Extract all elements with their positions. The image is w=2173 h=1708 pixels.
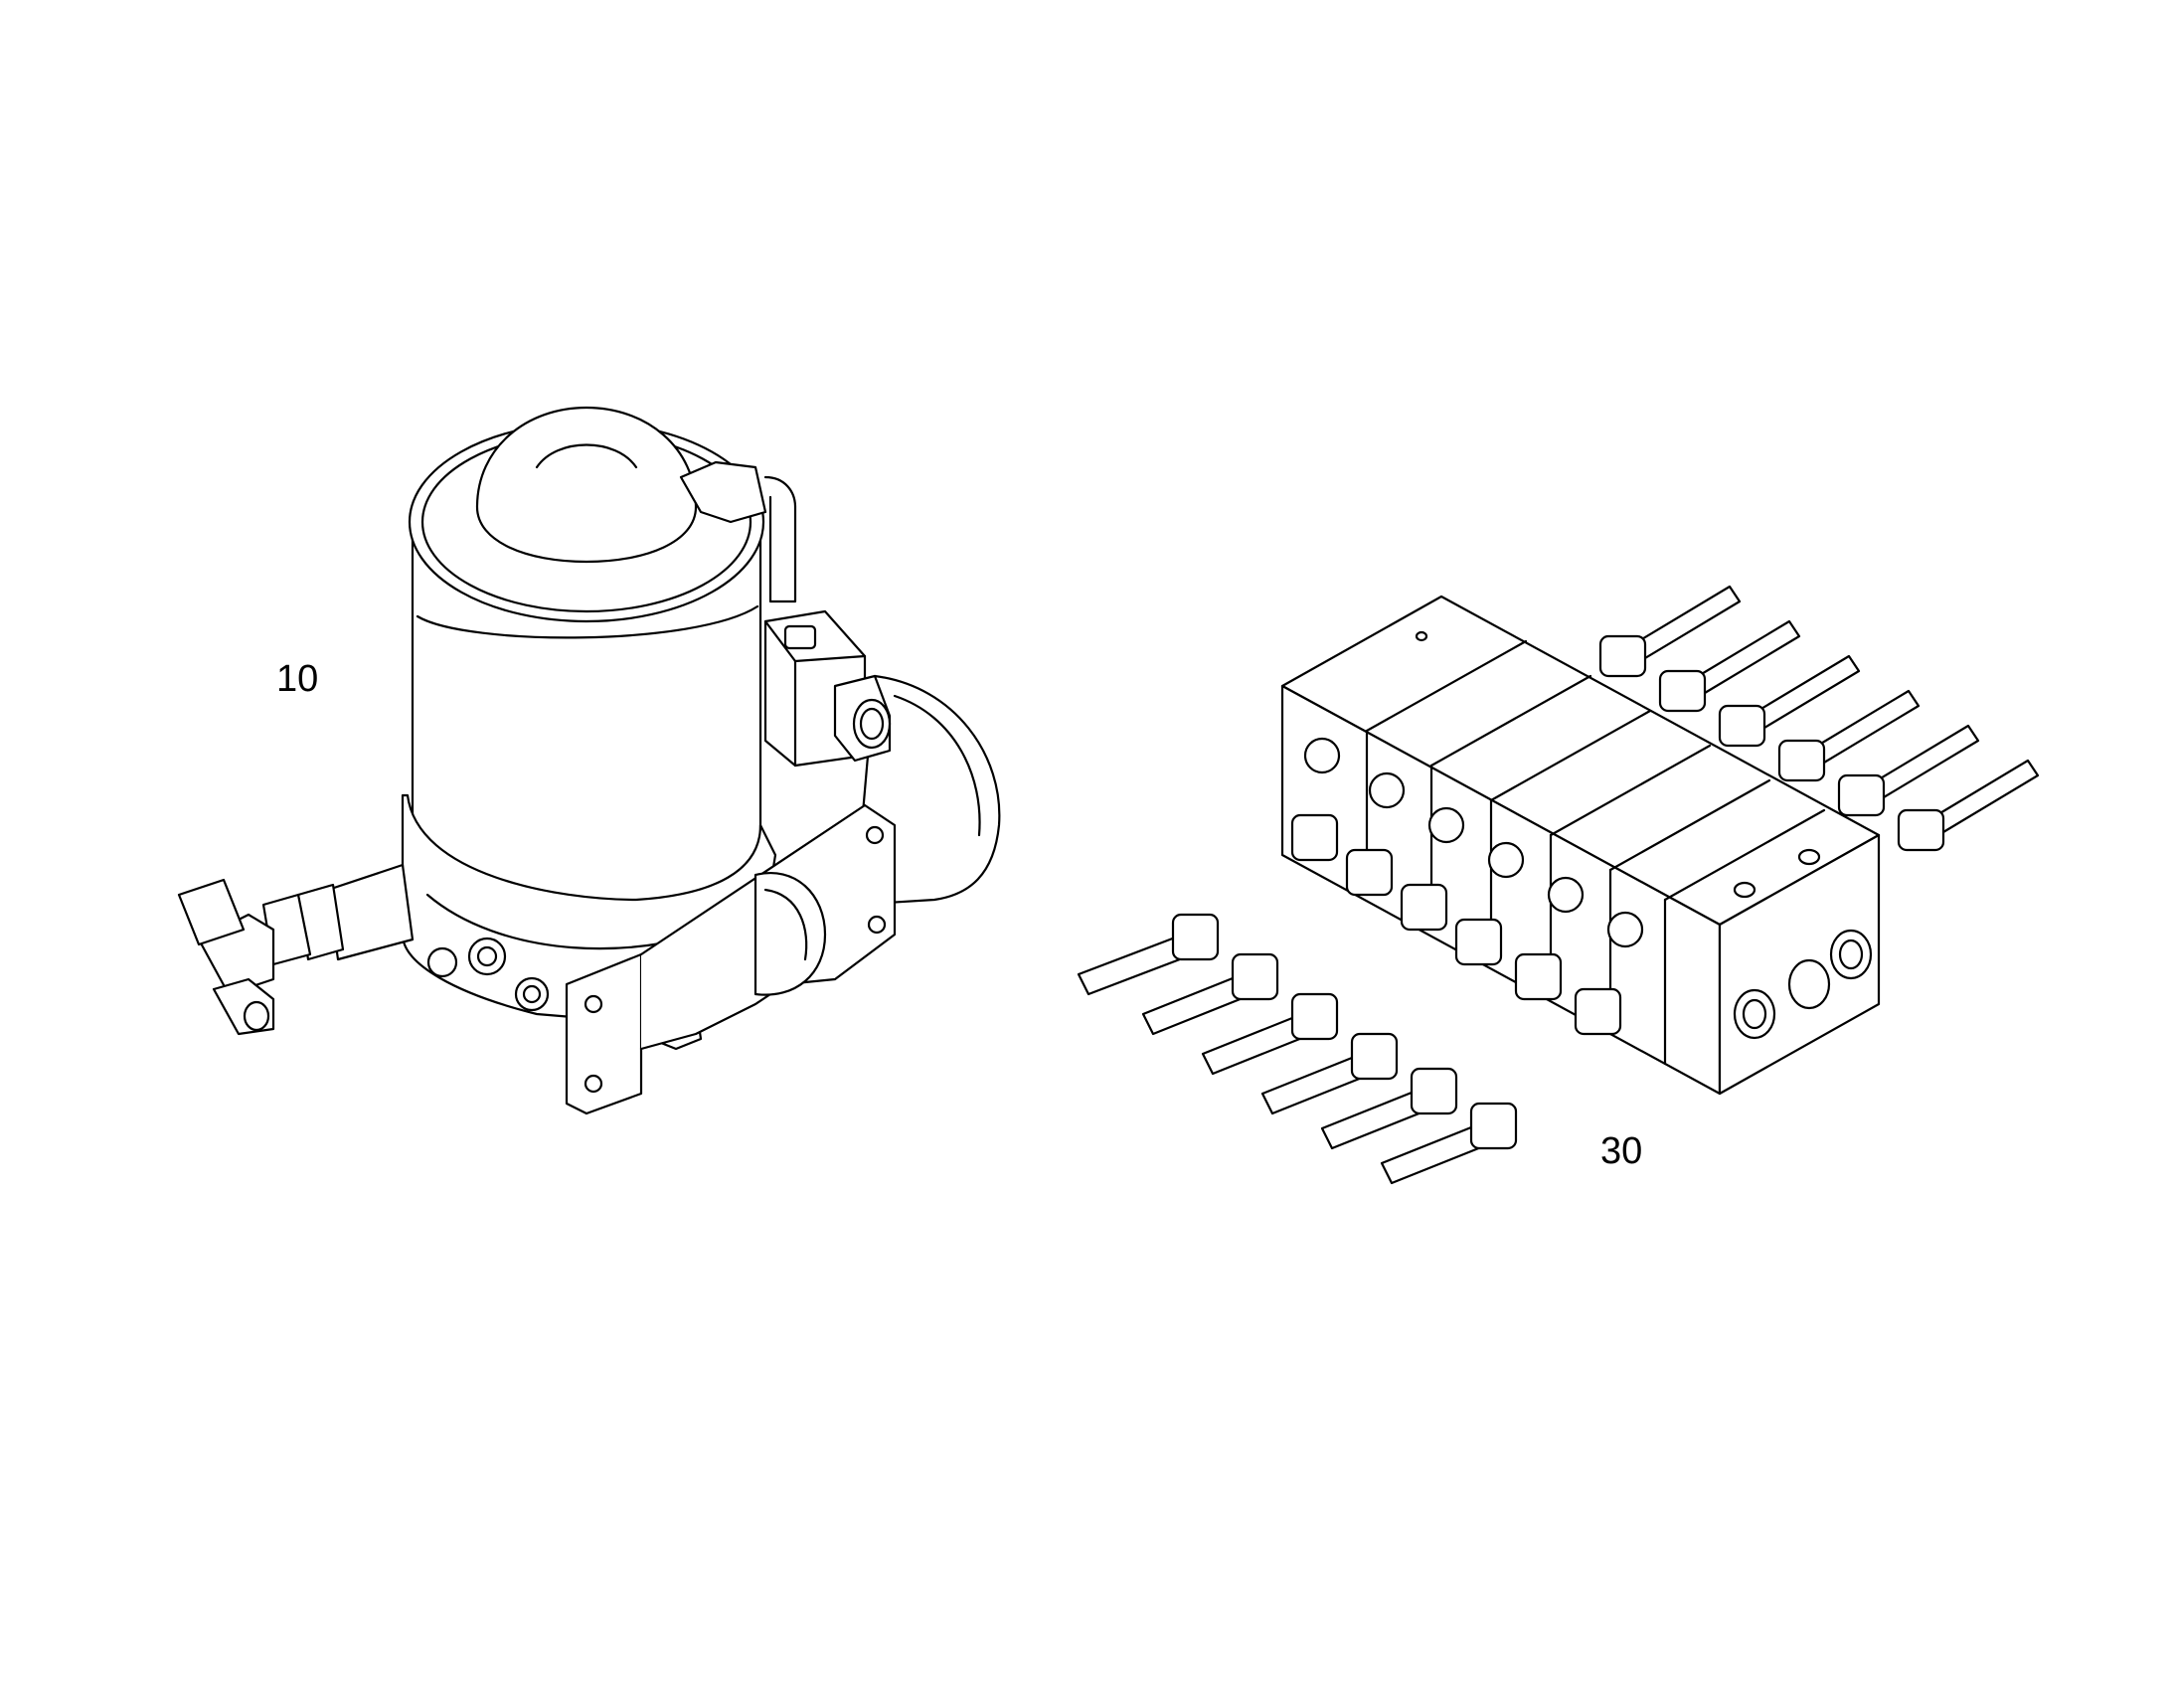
front-outlet-fittings — [1077, 813, 1622, 1185]
callout-distributor-block: 30 — [1600, 1130, 1643, 1172]
rear-outlet-fittings — [1598, 585, 2040, 852]
distributor-block-drawing — [1077, 585, 2040, 1185]
pump-unit-drawing — [177, 406, 1001, 1115]
callout-pump-unit: 10 — [276, 658, 319, 700]
